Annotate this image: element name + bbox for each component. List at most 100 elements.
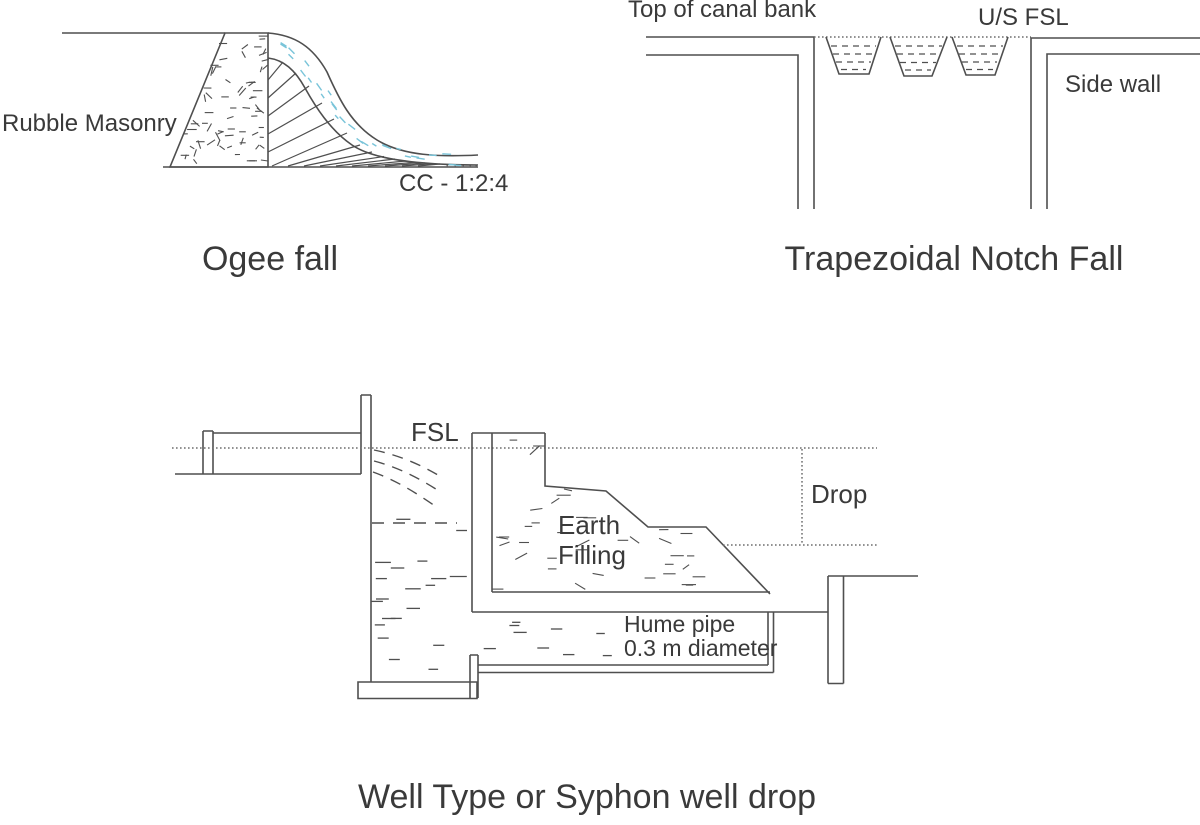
texture-mark xyxy=(682,564,690,570)
texture-mark xyxy=(217,130,224,133)
notch-2-outline xyxy=(889,36,948,77)
right-bank-inner-edge xyxy=(1046,53,1200,209)
ogee-fall-drawing xyxy=(62,32,479,168)
texture-mark xyxy=(225,79,231,84)
texture-mark xyxy=(189,145,195,150)
concrete-mix-label: CC - 1:2:4 xyxy=(399,170,509,197)
texture-mark xyxy=(499,541,510,547)
well-water-texture xyxy=(371,518,467,670)
crest-wall xyxy=(360,394,371,474)
well-footing xyxy=(357,681,478,700)
texture-mark xyxy=(563,488,573,492)
texture-mark xyxy=(574,582,586,590)
notch-1-outline xyxy=(825,36,882,75)
texture-mark xyxy=(216,140,221,147)
texture-mark xyxy=(442,153,452,155)
texture-mark xyxy=(238,87,247,96)
texture-mark xyxy=(530,507,543,511)
well-drop-drawing xyxy=(172,394,918,700)
texture-mark xyxy=(327,90,332,96)
ogee-masonry-trapezoid xyxy=(168,32,269,168)
downstream-wall xyxy=(827,576,845,685)
texture-mark xyxy=(226,115,234,120)
texture-mark xyxy=(658,537,672,545)
rubble-masonry-label: Rubble Masonry xyxy=(2,110,177,137)
hume-pipe-line2: 0.3 m diameter xyxy=(624,635,778,661)
left-bank-inner-edge xyxy=(646,54,799,209)
texture-mark xyxy=(210,66,214,76)
texture-mark xyxy=(416,157,425,160)
texture-mark xyxy=(192,119,200,127)
texture-mark xyxy=(251,131,259,136)
texture-mark xyxy=(215,132,221,142)
ogee-concrete-hatching xyxy=(267,61,478,167)
texture-mark xyxy=(347,123,356,130)
texture-mark xyxy=(245,81,251,84)
texture-mark xyxy=(224,134,234,137)
texture-mark xyxy=(255,144,260,150)
texture-mark xyxy=(259,66,263,73)
texture-mark xyxy=(241,51,246,58)
texture-mark xyxy=(258,51,267,56)
top-of-canal-bank-label: Top of canal bank xyxy=(628,0,817,23)
texture-mark xyxy=(193,149,197,157)
texture-mark xyxy=(206,123,212,132)
earth-profile-line xyxy=(544,433,771,595)
pipe-water-texture xyxy=(483,621,612,657)
texture-mark xyxy=(203,94,207,102)
texture-mark xyxy=(206,139,216,146)
texture-mark xyxy=(211,66,216,74)
drop-label: Drop xyxy=(811,479,868,509)
texture-mark xyxy=(240,137,244,145)
texture-mark xyxy=(193,158,198,165)
fsl-label: FSL xyxy=(411,417,459,447)
texture-mark xyxy=(448,163,456,166)
texture-mark xyxy=(334,114,339,120)
trapezoidal-notch-fall-title: Trapezoidal Notch Fall xyxy=(784,240,1124,278)
texture-mark xyxy=(219,145,226,151)
texture-mark xyxy=(288,47,295,55)
texture-mark xyxy=(237,85,244,93)
earth-filling-texture xyxy=(491,439,706,590)
well-drop-title: Well Type or Syphon well drop xyxy=(358,778,816,816)
earth-filling-line2: Filling xyxy=(558,540,626,570)
texture-mark xyxy=(574,539,590,548)
texture-mark xyxy=(371,142,377,147)
hume-pipe-line1: Hume pipe xyxy=(624,611,736,637)
ogee-outer-curve xyxy=(267,32,479,157)
texture-mark xyxy=(259,144,265,149)
texture-mark xyxy=(226,145,233,149)
texture-mark xyxy=(410,155,420,159)
side-wall-label: Side wall xyxy=(1065,71,1162,98)
upstream-post xyxy=(202,430,214,474)
texture-mark xyxy=(219,57,228,61)
ogee-inner-curve xyxy=(267,57,479,166)
left-bank-outer-edge xyxy=(646,36,815,209)
notch-3-outline xyxy=(951,36,1009,76)
texture-mark xyxy=(241,44,249,50)
rubble-masonry-texture xyxy=(180,35,269,165)
texture-mark xyxy=(307,77,313,83)
hume-pipe-end-wall xyxy=(767,612,775,673)
texture-mark xyxy=(248,80,256,87)
texture-mark xyxy=(496,536,509,540)
texture-mark xyxy=(300,69,307,77)
texture-mark xyxy=(629,536,640,544)
texture-mark xyxy=(280,43,287,49)
texture-mark xyxy=(260,159,269,162)
right-bank-outer-edge xyxy=(1030,37,1200,209)
texture-mark xyxy=(330,101,337,110)
ogee-water-flow-marks xyxy=(280,42,462,167)
trapezoidal-notch-fall-drawing xyxy=(646,36,1200,209)
earth-filling-line1: Earth xyxy=(558,510,621,540)
texture-mark xyxy=(205,92,213,99)
texture-mark xyxy=(381,144,388,148)
texture-mark xyxy=(261,58,269,62)
us-fsl-label: U/S FSL xyxy=(978,4,1069,31)
texture-mark xyxy=(316,82,323,91)
notch-water-marks xyxy=(831,45,1003,71)
